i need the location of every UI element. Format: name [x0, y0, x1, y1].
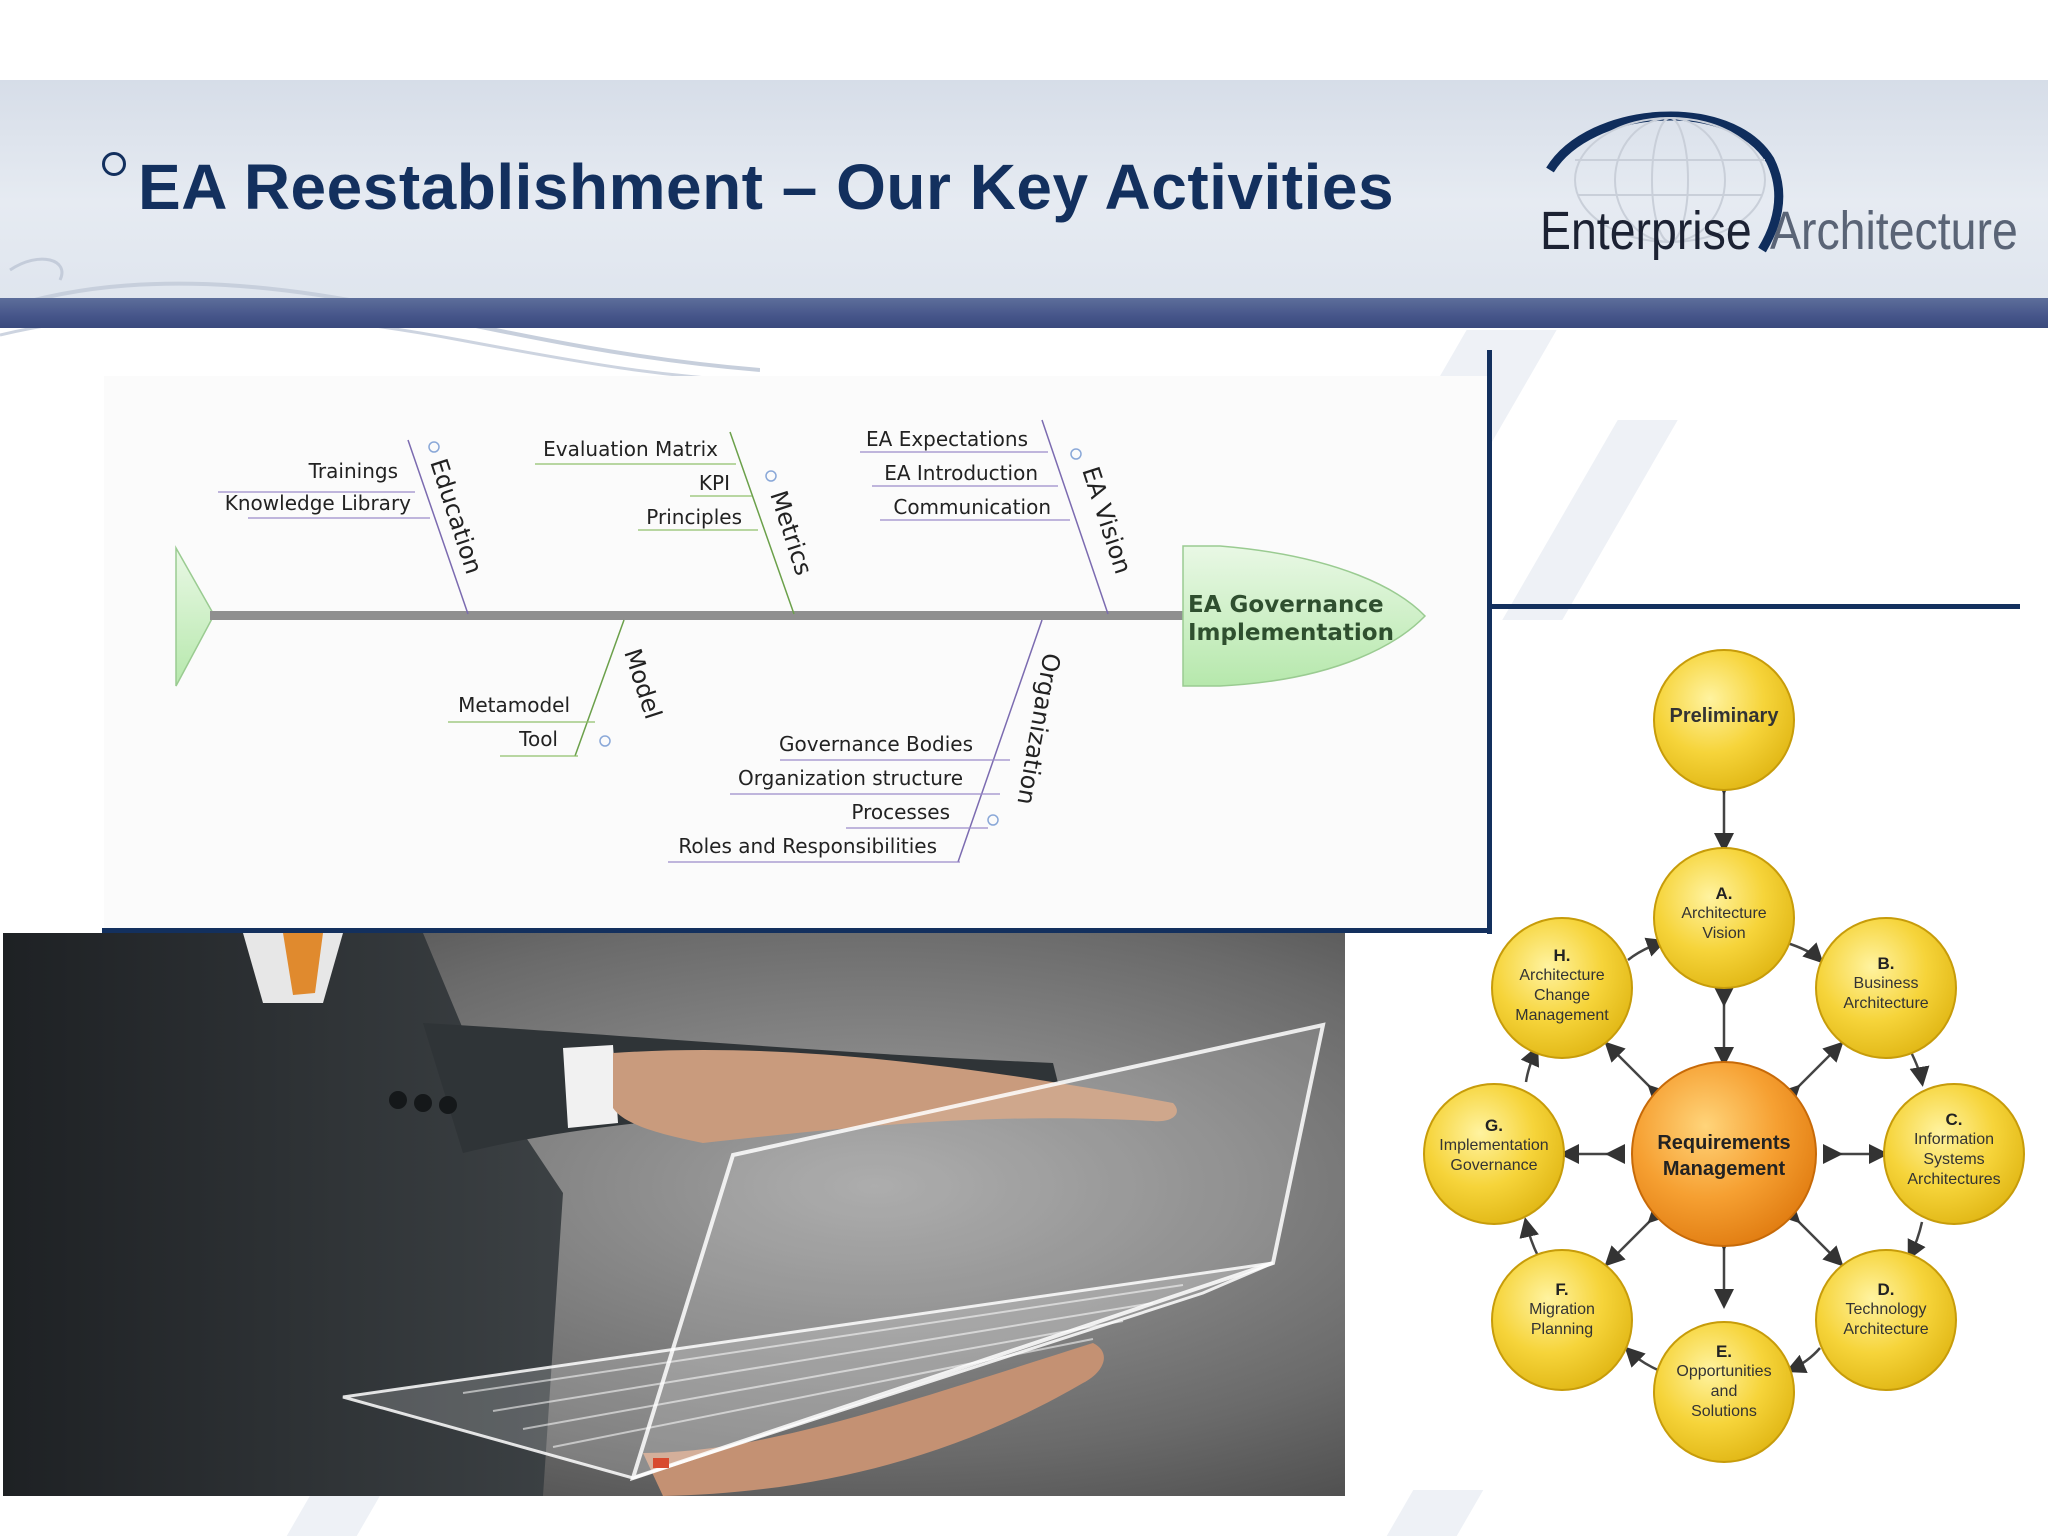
background-stripe	[1502, 420, 1678, 620]
logo-word-enterprise: Enterprise	[1540, 201, 1752, 261]
title-bullet-icon	[102, 152, 126, 176]
phase-a-label: A. Architecture Vision	[1681, 884, 1767, 942]
phase-g-label: G. Implementation Governance	[1439, 1116, 1549, 1174]
logo-word-architecture: Architecture	[1770, 201, 2018, 261]
phase-circle-b	[1815, 917, 1957, 1059]
phase-circle-g	[1423, 1083, 1565, 1225]
requirements-management-label: Requirements Management	[1657, 1132, 1791, 1180]
preliminary-label: Preliminary	[1669, 705, 1779, 727]
togaf-adm-cycle-diagram	[1423, 649, 2025, 1463]
phase-d-label: D. Technology Architecture	[1843, 1280, 1929, 1338]
phase-e-label: E. Opportunities and Solutions	[1676, 1342, 1772, 1420]
slide-title: EA Reestablishment – Our Key Activities	[138, 151, 1395, 223]
phase-b-label: B. Business Architecture	[1843, 954, 1929, 1012]
phase-circle-f	[1491, 1249, 1633, 1391]
phase-f-label: F. Migration Planning	[1529, 1280, 1595, 1338]
fishbone-panel	[104, 376, 1488, 928]
businessman-transparent-laptop-photo	[3, 933, 1345, 1496]
phase-circle-a	[1653, 847, 1795, 989]
center-circle-requirements	[1631, 1061, 1817, 1247]
phase-circle-e	[1653, 1321, 1795, 1463]
panel-border-bottom	[102, 928, 1492, 933]
background-stripe	[286, 1490, 384, 1536]
phase-circle-h	[1491, 917, 1633, 1059]
phase-circle-preliminary	[1653, 649, 1795, 791]
header-divider-bar	[0, 298, 2048, 328]
background-stripe	[1386, 1490, 1484, 1536]
phase-circle-c	[1883, 1083, 2025, 1225]
panel-divider	[1492, 604, 2020, 609]
panel-border-right	[1487, 350, 1492, 934]
enterprise-architecture-globe-logo	[1546, 111, 1784, 253]
phase-circle-d	[1815, 1249, 1957, 1391]
phase-c-label: C. Information Systems Architectures	[1907, 1110, 2001, 1188]
phase-h-label: H. Architecture Change Management	[1515, 946, 1609, 1024]
